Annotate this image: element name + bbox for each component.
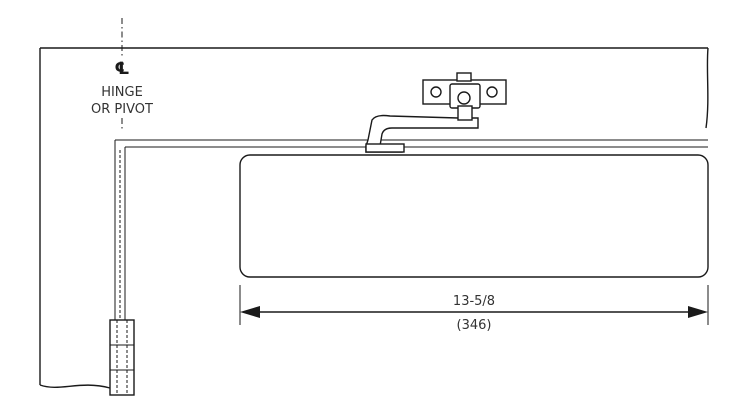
closer-body	[239, 154, 709, 278]
dimension-metric-text: (346)	[457, 318, 492, 333]
hinge-label-line2: OR PIVOT	[91, 102, 153, 117]
dimension-annotation: 13-5/8 (346)	[239, 285, 709, 333]
hinge-block	[109, 319, 135, 396]
bracket-top-tab	[456, 72, 472, 82]
arrow-head-left-icon	[240, 306, 260, 318]
centerline-icon: ℄	[114, 59, 129, 79]
hinge-label-line1: HINGE	[101, 85, 143, 100]
bracket-screw-right	[486, 86, 498, 98]
bracket-post	[457, 105, 473, 121]
arrow-head-right-icon	[688, 306, 708, 318]
arm-bracket	[422, 72, 507, 121]
bracket-pivot	[457, 91, 471, 105]
frame-bottom-break	[39, 384, 111, 389]
frame-right-break	[705, 47, 709, 129]
bracket-screw-left	[430, 86, 442, 98]
closer-arm	[365, 114, 479, 153]
dimension-imperial-text: 13-5/8	[453, 294, 495, 309]
